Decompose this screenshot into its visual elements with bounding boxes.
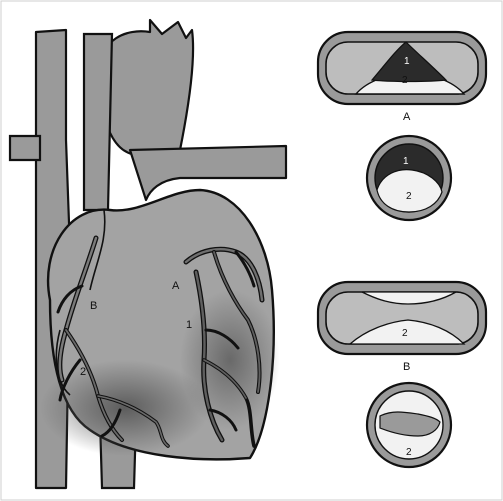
- vessel-b-caption: B: [403, 361, 410, 373]
- vessel-a-label-1: 1: [404, 56, 410, 67]
- cross-b-label-2: 2: [406, 447, 412, 458]
- cross-a-label-1: 1: [403, 156, 409, 167]
- vessel-a-cross-section: 1 2: [367, 136, 451, 220]
- cross-a-label-2: 2: [406, 191, 412, 202]
- vessel-b-label-2: 2: [402, 328, 408, 339]
- heart-label-a: A: [172, 280, 180, 292]
- heart-label-1: 1: [186, 319, 192, 331]
- aorta: [100, 20, 193, 154]
- vessel-a-caption: A: [403, 111, 411, 123]
- vessel-a-longitudinal: 1 2: [318, 32, 486, 104]
- vessel-b-longitudinal: 2: [318, 282, 486, 354]
- vessel-a-label-2: 2: [402, 75, 408, 86]
- heart-label-2: 2: [80, 366, 86, 378]
- pulmonary-vessel-left: [10, 136, 40, 160]
- heart-label-b: B: [90, 300, 97, 312]
- vessel-b-cross-section: 2: [367, 383, 451, 467]
- ischemic-region-right: [180, 290, 280, 430]
- ascending-vessel: [84, 34, 112, 210]
